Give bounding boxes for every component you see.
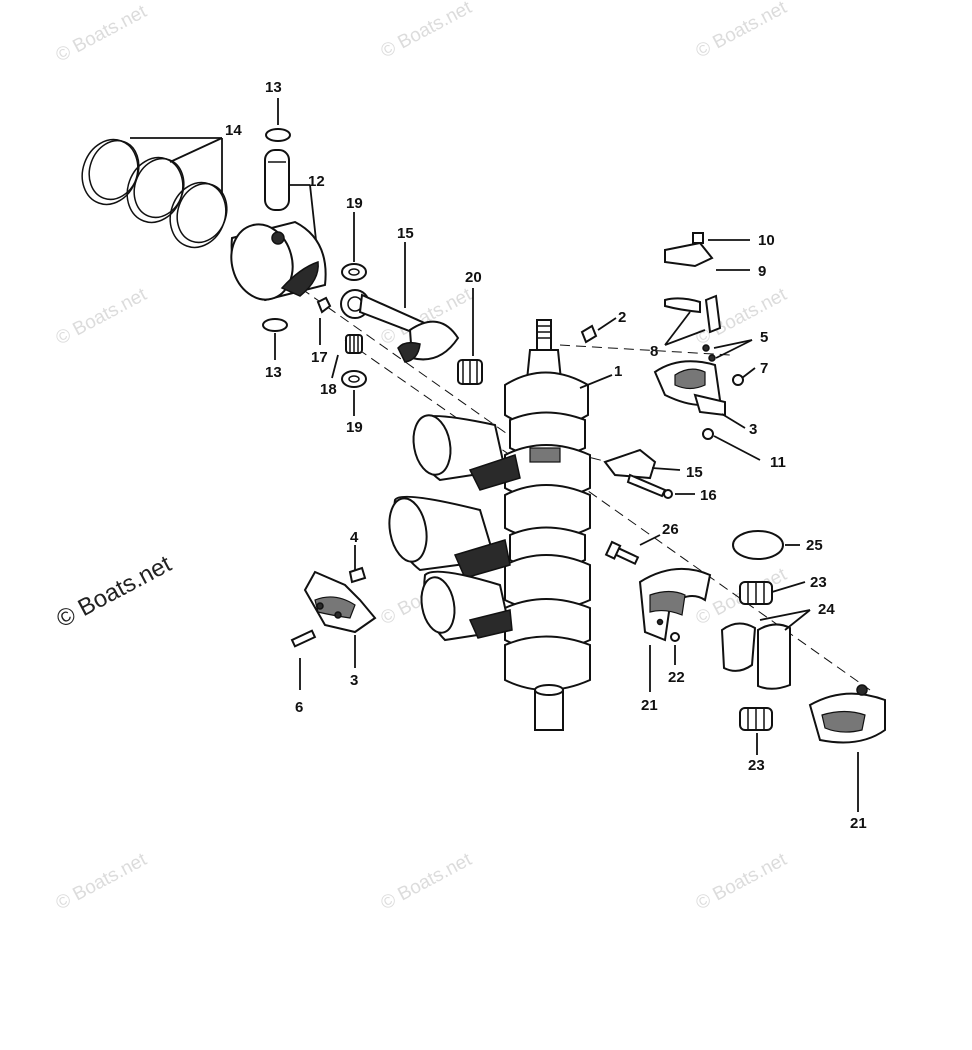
crankshaft-key [580,324,598,344]
watermark-bottom-left: © Boats.net [52,849,150,915]
watermark-top-left: © Boats.net [52,1,150,67]
watermark-emphasis: © Boats.net [52,550,176,633]
callout-6: 6 [295,699,303,716]
callout-19-top: 19 [346,195,363,212]
lower-bearing-cage-left [290,566,377,648]
rod-needle-bearing [457,359,483,385]
callout-21-left: 21 [641,697,658,714]
small-end-hardware [316,263,367,388]
needle-bearing-lower [739,707,773,731]
upper-bearing-cage [653,232,744,440]
callout-23-top: 23 [810,574,827,591]
watermark-bottom-center: © Boats.net [377,849,475,915]
callout-22: 22 [668,669,685,686]
callout-16: 16 [700,487,717,504]
watermark-mid-left: © Boats.net [52,284,150,350]
callout-18: 18 [320,381,337,398]
callout-21-right: 21 [850,815,867,832]
callout-8: 8 [650,343,658,360]
piston-pin-group [262,128,291,332]
center-main-cage-right [808,684,886,744]
callout-15-top: 15 [397,225,414,242]
leader-lines [130,98,859,812]
callout-25: 25 [806,537,823,554]
callout-3-right: 3 [749,421,757,438]
watermark-bottom-right: © Boats.net [692,849,790,915]
cage-screw [604,540,640,565]
callout-20: 20 [465,269,482,286]
center-main-cage-left [638,567,712,642]
callout-11: 11 [770,454,786,471]
pistons-on-crank [388,414,521,642]
callout-1: 1 [614,363,622,380]
callout-14: 14 [225,122,242,139]
rod-cap-right [603,448,673,499]
watermark-top-right: © Boats.net [692,0,790,62]
needle-bearing-upper [739,581,773,605]
piston-top [230,220,327,302]
retaining-ring [732,530,784,560]
callout-9: 9 [758,263,766,280]
callout-7: 7 [760,360,768,377]
callout-24: 24 [818,601,835,618]
callout-15-right: 15 [686,464,703,481]
watermark-top-center: © Boats.net [377,0,475,62]
callout-5: 5 [760,329,768,346]
callout-10: 10 [758,232,775,249]
callout-3-left: 3 [350,672,358,689]
connecting-rod-top [340,289,460,363]
callout-13-top: 13 [265,79,282,96]
bearing-race-halves [720,622,791,690]
callout-labels: 13 14 12 19 15 20 2 1 10 9 5 8 7 3 11 15… [225,79,867,832]
callout-4: 4 [350,529,359,546]
crankshaft [504,319,591,731]
callout-26: 26 [662,521,679,538]
callout-12: 12 [308,173,325,190]
piston-rings [81,138,228,249]
callout-23-bottom: 23 [748,757,765,774]
callout-17: 17 [311,349,328,366]
callout-19-bottom: 19 [346,419,363,436]
callout-13-bottom: 13 [265,364,282,381]
locating-pin [670,632,680,642]
callout-2: 2 [618,309,626,326]
